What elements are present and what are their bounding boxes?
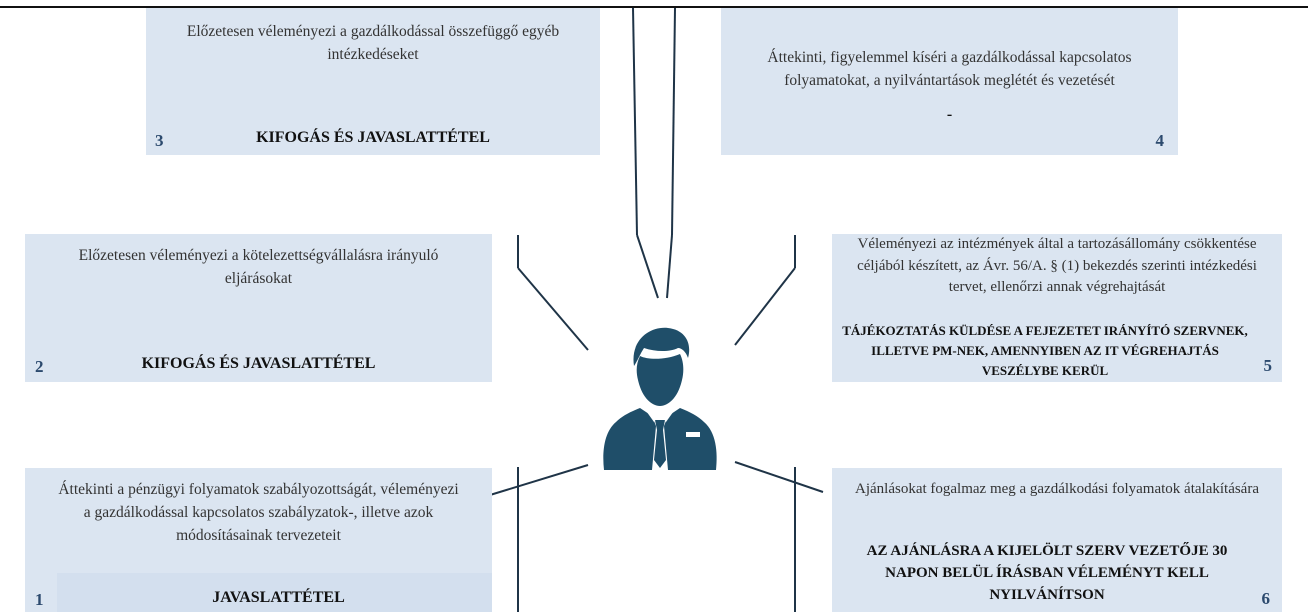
box-6-number: 6 [1261,589,1271,608]
box-3-title: KIFOGÁS ÉS JAVASLATTÉTEL [256,129,490,146]
line-right-diag [734,267,796,346]
box-3: Előzetesen véleményezi a gazdálkodással … [146,8,600,155]
box-4: Áttekinti, figyelemmel kíséri a gazdálko… [721,8,1178,155]
box-1-description: Áttekinti a pénzügyi folyamatok szabályo… [58,481,459,544]
box-6-title: AZ AJÁNLÁSRA A KIJELÖLT SZERV VEZETŐJE 3… [866,543,1228,603]
line-top-c [671,7,676,236]
line-top-b [636,234,659,299]
box-5: Véleményezi az intézmények által a tarto… [832,234,1282,382]
box-6-description: Ajánlásokat fogalmaz meg a gazdálkodási … [855,481,1259,497]
box-5-number: 5 [1263,356,1273,375]
box-5-title: TÁJÉKOZTATÁS KÜLDÉSE A FEJEZETET IRÁNYÍT… [842,323,1248,378]
line-left-diag [517,267,589,351]
line-bottom-left-diag [489,464,589,496]
box-6: Ajánlásokat fogalmaz meg a gazdálkodási … [832,468,1282,612]
person-in-suit-icon [603,327,717,470]
top-rule [0,6,1308,8]
line-bottom-right-diag [734,461,824,493]
box-5-description: Véleményezi az intézmények által a tarto… [857,236,1257,295]
line-top-d [666,234,673,299]
box-3-description: Előzetesen véleményezi a gazdálkodással … [186,23,560,63]
box-1-title-band [57,573,492,612]
box-2-description: Előzetesen véleményezi a kötelezettségvá… [78,247,439,287]
box-3-number: 3 [155,131,164,150]
box-1-title: JAVASLATTÉTEL [212,589,345,606]
box-2: Előzetesen véleményezi a kötelezettségvá… [25,234,492,382]
box-4-title: - [946,106,953,123]
box-1: Áttekinti a pénzügyi folyamatok szabályo… [25,468,492,612]
line-top-a [632,7,638,236]
box-4-description: Áttekinti, figyelemmel kíséri a gazdálko… [767,49,1132,89]
box-2-title: KIFOGÁS ÉS JAVASLATTÉTEL [141,355,376,372]
box-1-number: 1 [35,590,44,609]
box-4-number: 4 [1155,131,1165,150]
box-2-number: 2 [35,357,44,376]
